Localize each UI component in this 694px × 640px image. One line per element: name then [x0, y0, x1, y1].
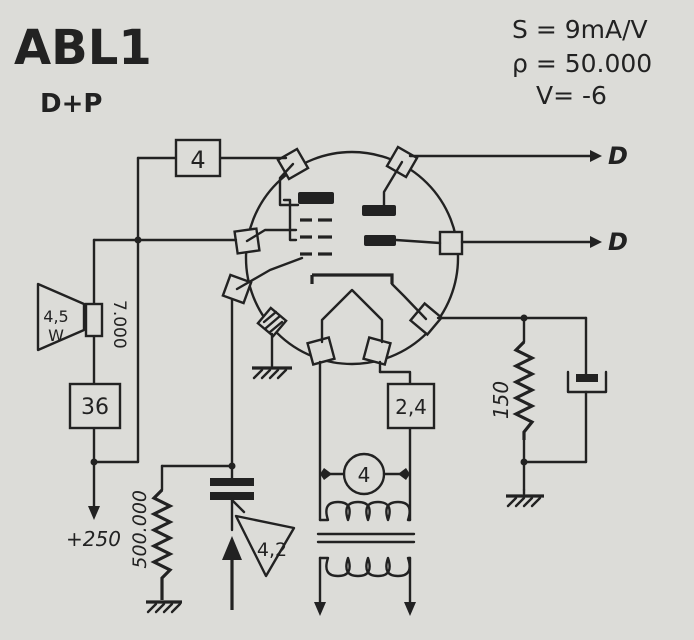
tube-name: ABL1 — [14, 20, 152, 76]
junction-dot — [134, 236, 142, 244]
grid-resistor: 500.000 — [129, 488, 182, 614]
speaker: 4,5 W 7.000 — [36, 282, 129, 352]
spec-transconductance: S = 9mA/V — [512, 15, 648, 44]
supply-voltage: +250 — [66, 527, 121, 551]
junction-dot — [520, 458, 528, 466]
spec-internal-resistance: ρ = 50.000 — [512, 49, 652, 78]
tube-envelope — [244, 150, 460, 366]
pin-bottom-right — [362, 336, 392, 366]
tube-electrodes — [235, 160, 442, 344]
svg-text:36: 36 — [81, 395, 109, 420]
output-d-1: D — [608, 142, 628, 170]
svg-text:2,4: 2,4 — [395, 395, 427, 419]
cathode-capacitor — [566, 370, 608, 394]
heater-resistor-box: 2,4 — [386, 382, 436, 430]
wiring — [88, 150, 602, 522]
tube-function: D+P — [40, 89, 102, 119]
diode-anode-2 — [362, 205, 396, 216]
shield-pin — [256, 306, 288, 368]
pin-bottom-left — [306, 336, 336, 366]
junction-dot — [520, 314, 528, 322]
capacitor-value: 4,2 — [257, 539, 287, 561]
pentode-anode — [364, 235, 396, 246]
tube-pins — [221, 145, 464, 366]
svg-text:150: 150 — [489, 381, 513, 419]
speaker-power: 4,5 — [43, 307, 68, 326]
pin-right — [438, 230, 464, 256]
transformer — [314, 500, 416, 616]
shield-ground — [252, 366, 292, 380]
heater-voltage-indicator: 4 — [320, 452, 410, 496]
anode-resistor-box: 36 — [68, 382, 122, 430]
junction-dot — [90, 458, 98, 466]
diode-anode-1 — [298, 192, 334, 204]
coupling-capacitor: 4,2 — [210, 478, 296, 610]
heater-series-resistor: 4 — [174, 138, 222, 178]
spec-grid-bias: V= -6 — [536, 81, 607, 110]
cathode-resistor: 150 — [489, 340, 544, 508]
svg-text:4: 4 — [190, 146, 205, 174]
svg-text:500.000: 500.000 — [129, 490, 151, 569]
output-d-2: D — [608, 228, 628, 256]
junction-dot — [228, 462, 236, 470]
svg-text:4: 4 — [358, 463, 371, 487]
speaker-impedance: 7.000 — [109, 300, 129, 349]
speaker-unit: W — [48, 326, 64, 345]
